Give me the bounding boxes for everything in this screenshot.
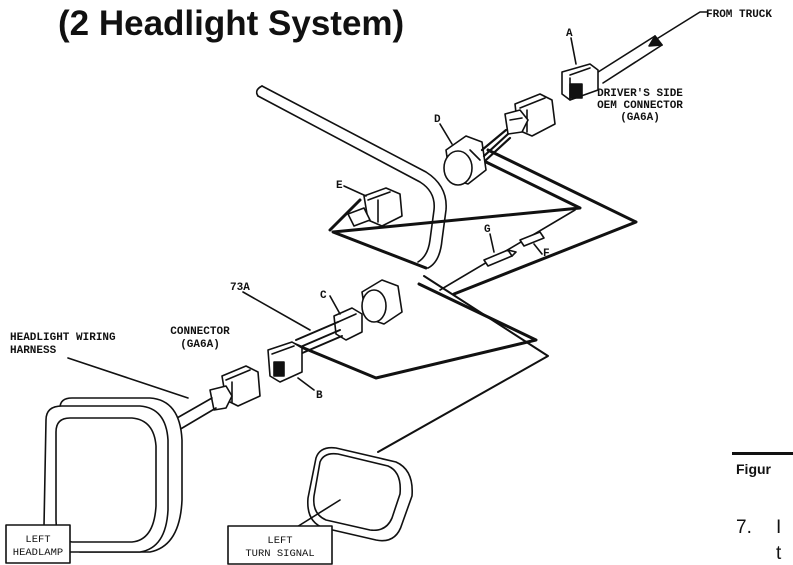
- leader-g: [489, 233, 495, 253]
- caption-rule: [732, 452, 793, 455]
- left-headlamp: [43, 397, 183, 553]
- pin-g: [483, 249, 517, 267]
- label-b: B: [316, 390, 323, 402]
- leader-b: [297, 377, 315, 391]
- headlamp-label-box: [5, 524, 71, 564]
- step-number: 7.: [736, 517, 752, 538]
- label-d: D: [434, 114, 441, 126]
- label-from-truck: FROM TRUCK: [706, 9, 772, 21]
- label-f: F: [543, 248, 550, 260]
- connector-b: [267, 341, 303, 383]
- turn-label-box: [227, 525, 333, 565]
- leader-harness: [67, 357, 189, 399]
- leader-turn: [291, 499, 341, 531]
- label-connector-1: CONNECTOR: [170, 326, 230, 338]
- label-left-turn-1: LEFT: [267, 535, 292, 547]
- conduit-tube: [255, 85, 447, 269]
- leader-73a: [242, 291, 311, 331]
- label-c: C: [320, 290, 327, 302]
- label-driver-side-3: (GA6A): [620, 112, 660, 124]
- label-driver-side-2: OEM CONNECTOR: [597, 100, 683, 112]
- left-turn-signal: [307, 446, 413, 542]
- label-e: E: [336, 180, 343, 192]
- driver-oem-connector: [504, 93, 556, 137]
- pin-f: [519, 231, 545, 247]
- leader-c: [329, 295, 341, 315]
- label-a: A: [566, 28, 573, 40]
- label-left-headlamp-2: HEADLAMP: [13, 547, 63, 559]
- page-title: (2 Headlight System): [58, 4, 405, 43]
- label-left-headlamp-1: LEFT: [25, 534, 50, 546]
- connector-c: [333, 307, 363, 341]
- label-harness-2: HARNESS: [10, 345, 57, 357]
- leader-a: [570, 37, 577, 65]
- connector-e: [347, 187, 403, 227]
- connector-a: [561, 63, 599, 101]
- step-text: I: [776, 517, 782, 538]
- label-left-turn-2: TURN SIGNAL: [245, 548, 314, 560]
- connector-round: [361, 279, 403, 325]
- truck-cable: [594, 11, 709, 84]
- connector-ga6a-left: [209, 365, 261, 411]
- label-g: G: [484, 224, 491, 236]
- leader-e: [343, 185, 367, 197]
- connector-d: [443, 135, 487, 186]
- step-text-continued: t: [776, 543, 782, 564]
- leader-d: [439, 123, 453, 145]
- label-driver-side-1: DRIVER'S SIDE: [597, 88, 683, 100]
- wire-bundle-top: [480, 128, 512, 162]
- heavy-wires: [292, 148, 638, 453]
- label-harness-1: HEADLIGHT WIRING: [10, 332, 116, 344]
- leader-f: [533, 243, 543, 255]
- label-73a: 73A: [230, 282, 250, 294]
- figure-caption: Figur: [736, 461, 771, 477]
- label-connector-2: (GA6A): [180, 339, 220, 351]
